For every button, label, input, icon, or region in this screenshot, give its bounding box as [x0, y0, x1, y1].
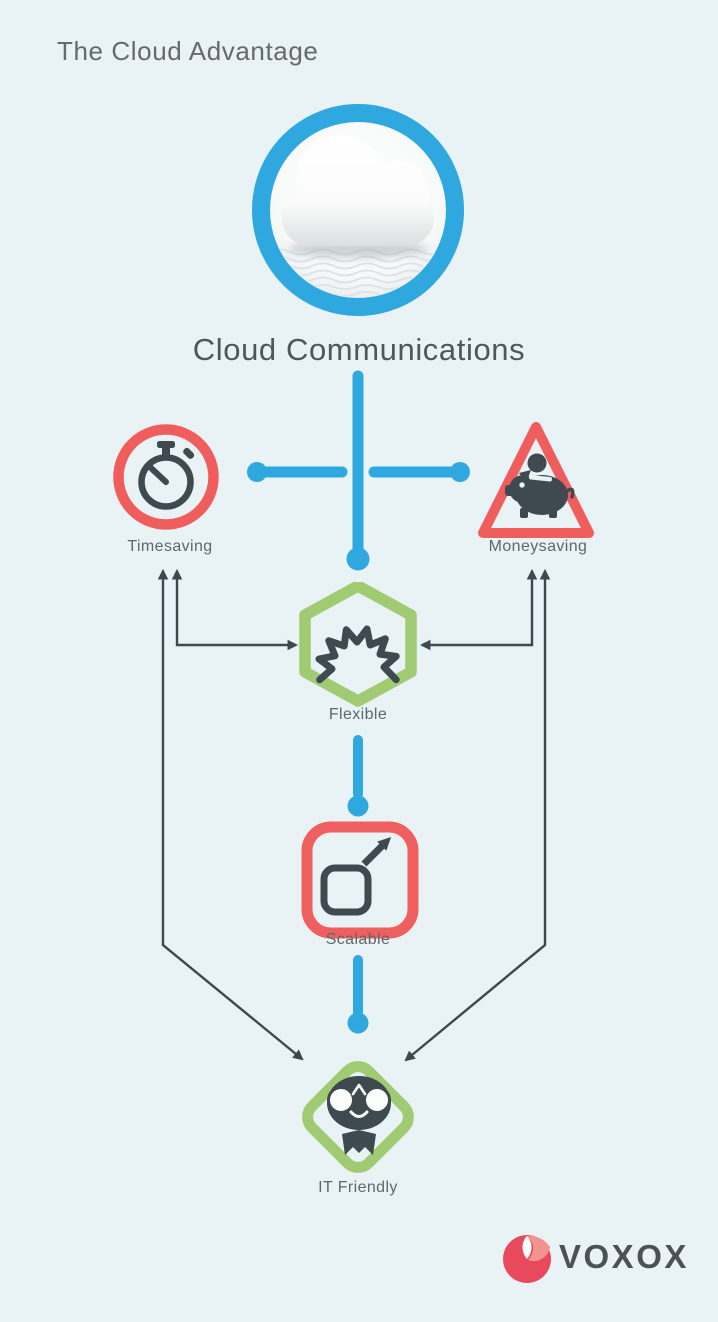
cloud-shape	[282, 135, 434, 246]
coil-spring-icon	[299, 582, 417, 707]
node-label-timesaving: Timesaving	[127, 538, 213, 555]
expand-arrow-icon	[301, 821, 419, 939]
scalable-itfriendly-connector	[347, 955, 369, 1034]
arrow-flexible-timesaving	[171, 568, 299, 651]
voxox-crescent-icon	[503, 1235, 551, 1283]
node-label-flexible: Flexible	[328, 706, 388, 723]
arrow-moneysaving-itfriendly	[404, 568, 551, 1062]
geek-face	[327, 1076, 391, 1155]
node-label-scalable: Scalable	[325, 931, 391, 948]
stopwatch-icon	[113, 424, 219, 530]
flexible-scalable-connector	[347, 735, 369, 817]
piggy-bank-icon	[478, 422, 594, 538]
arrow-timesaving-itfriendly	[157, 568, 304, 1061]
hub-cross-connector	[251, 370, 466, 555]
cloud-icon	[252, 104, 464, 316]
hub-label: Cloud Communications	[192, 332, 526, 367]
relation-arrows	[157, 568, 551, 1062]
page-title: The Cloud Advantage	[57, 36, 319, 66]
node-label-moneysaving: Moneysaving	[488, 538, 588, 555]
node-label-it-friendly: IT Friendly	[318, 1179, 398, 1196]
arrow-flexible-moneysaving	[419, 568, 538, 651]
geek-face-icon	[302, 1061, 414, 1173]
brand-name: VOXOX	[559, 1238, 689, 1275]
hub-cross-dots	[247, 462, 470, 571]
